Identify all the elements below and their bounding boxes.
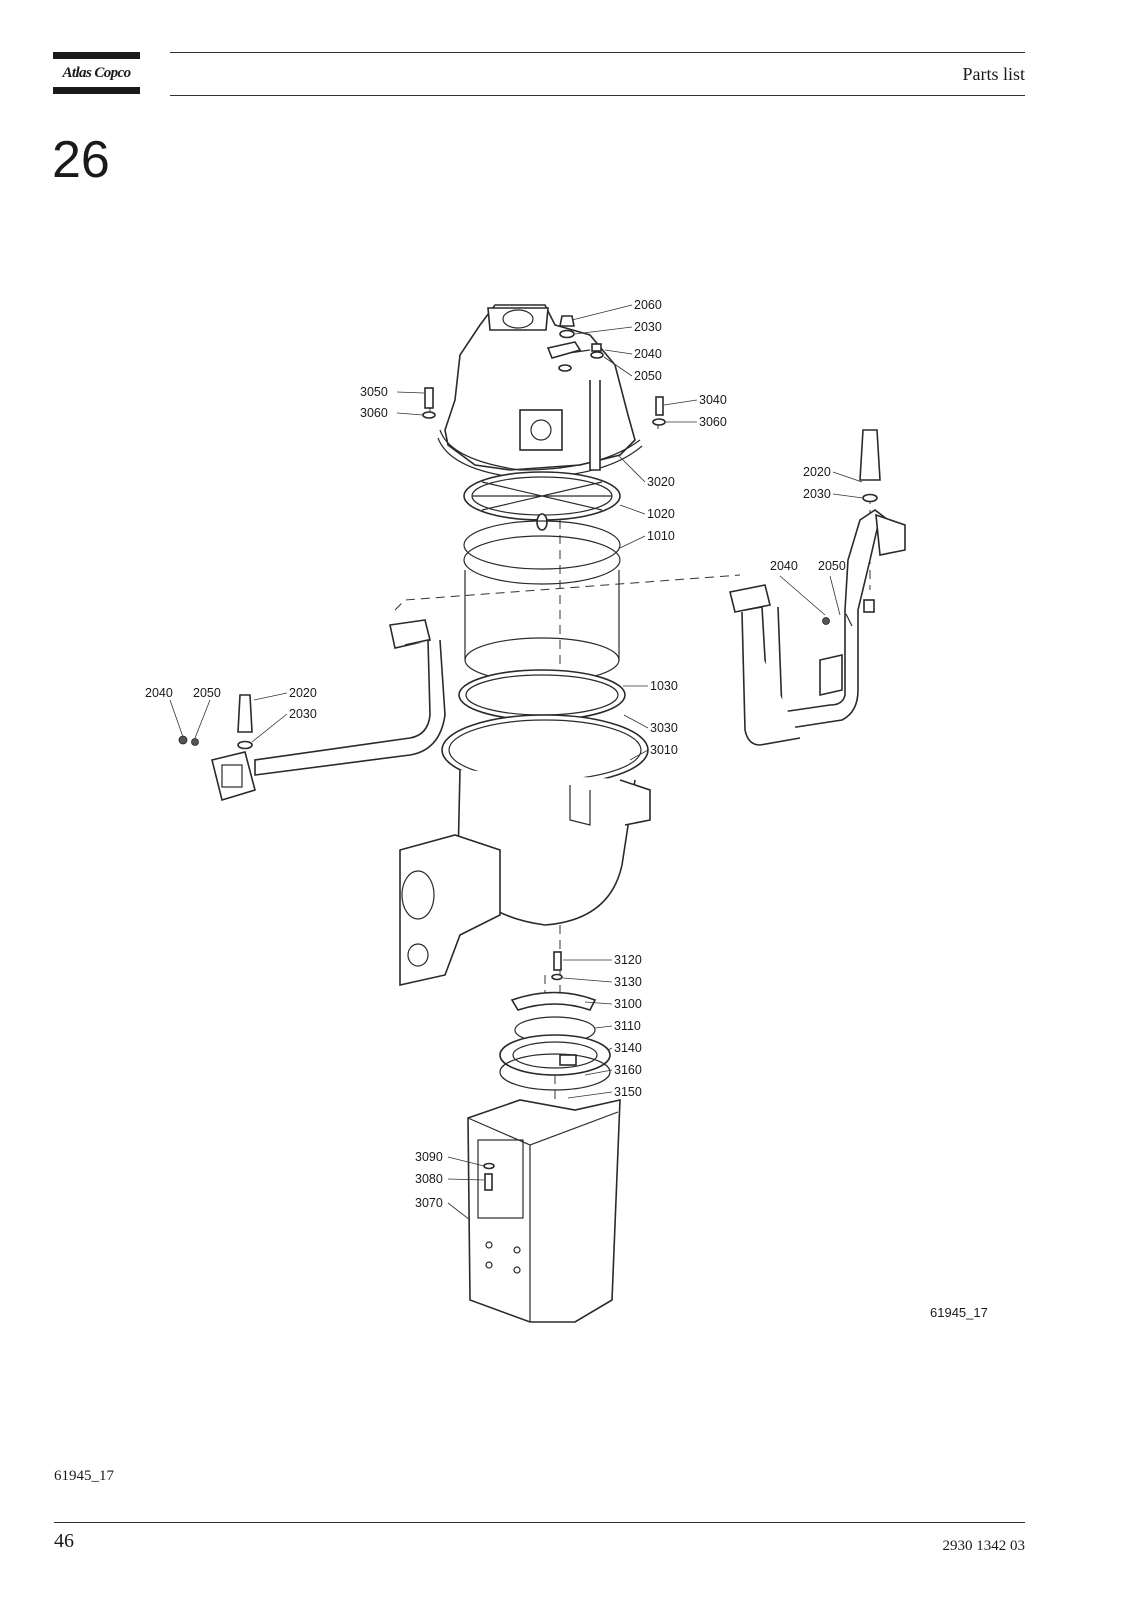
footer-figure-ref: 61945_17 [54, 1468, 114, 1484]
callout-numbers: 2060 2030 2040 2050 3050 3060 3040 3060 … [145, 298, 846, 1210]
callout-3060-left: 3060 [360, 406, 388, 420]
figure-reference: 61945_17 [930, 1305, 988, 1320]
callout-3120: 3120 [614, 953, 642, 967]
callout-2030-top: 2030 [634, 320, 662, 334]
top-cover [437, 304, 643, 479]
callout-3110: 3110 [614, 1019, 641, 1033]
callout-1030: 1030 [650, 679, 678, 693]
top-fittings [422, 315, 666, 426]
header-rule-top [170, 52, 1025, 53]
right-pipe [729, 429, 906, 746]
callout-3130: 3130 [614, 975, 642, 989]
callout-2050-left: 2050 [193, 686, 221, 700]
callout-2020-left: 2020 [289, 686, 317, 700]
callout-3020: 3020 [647, 475, 675, 489]
vessel-body [399, 714, 651, 986]
callout-leaders [169, 304, 864, 1221]
callout-2020-right: 2020 [803, 465, 831, 479]
callout-1020: 1020 [647, 507, 675, 521]
separator-element [458, 471, 626, 721]
logo-bar-top [53, 52, 140, 59]
logo-bar-bottom [53, 87, 140, 94]
callout-3160: 3160 [614, 1063, 642, 1077]
callout-2030-left: 2030 [289, 707, 317, 721]
callout-3030: 3030 [650, 721, 678, 735]
callout-3050: 3050 [360, 385, 388, 399]
callout-3080: 3080 [415, 1172, 443, 1186]
page-number: 46 [54, 1530, 74, 1552]
callout-2050-top: 2050 [634, 369, 662, 383]
callout-3140: 3140 [614, 1041, 642, 1055]
callout-3040: 3040 [699, 393, 727, 407]
callout-3100: 3100 [614, 997, 642, 1011]
callout-2040-right: 2040 [770, 559, 798, 573]
callout-3070: 3070 [415, 1196, 443, 1210]
callout-2060-top: 2060 [634, 298, 662, 312]
lower-parts [499, 951, 611, 1091]
callout-2030-right: 2030 [803, 487, 831, 501]
support-stand [467, 1098, 621, 1323]
callout-2040-left: 2040 [145, 686, 173, 700]
document-number: 2930 1342 03 [942, 1538, 1026, 1554]
brand-logo: Atlas Copco [53, 52, 140, 94]
header-rule-bottom [170, 95, 1025, 96]
callout-2040-top: 2040 [634, 347, 662, 361]
callout-2050-right: 2050 [818, 559, 846, 573]
callout-3010: 3010 [650, 743, 678, 757]
callout-1010: 1010 [647, 529, 675, 543]
section-number: 26 [52, 131, 110, 189]
logo-text: Atlas Copco [62, 65, 132, 81]
callout-3150: 3150 [614, 1085, 642, 1099]
callout-3060-right: 3060 [699, 415, 727, 429]
left-pipe [178, 619, 446, 802]
callout-3090: 3090 [415, 1150, 443, 1164]
header-title: Parts list [962, 64, 1025, 84]
footer-rule [54, 1522, 1025, 1523]
